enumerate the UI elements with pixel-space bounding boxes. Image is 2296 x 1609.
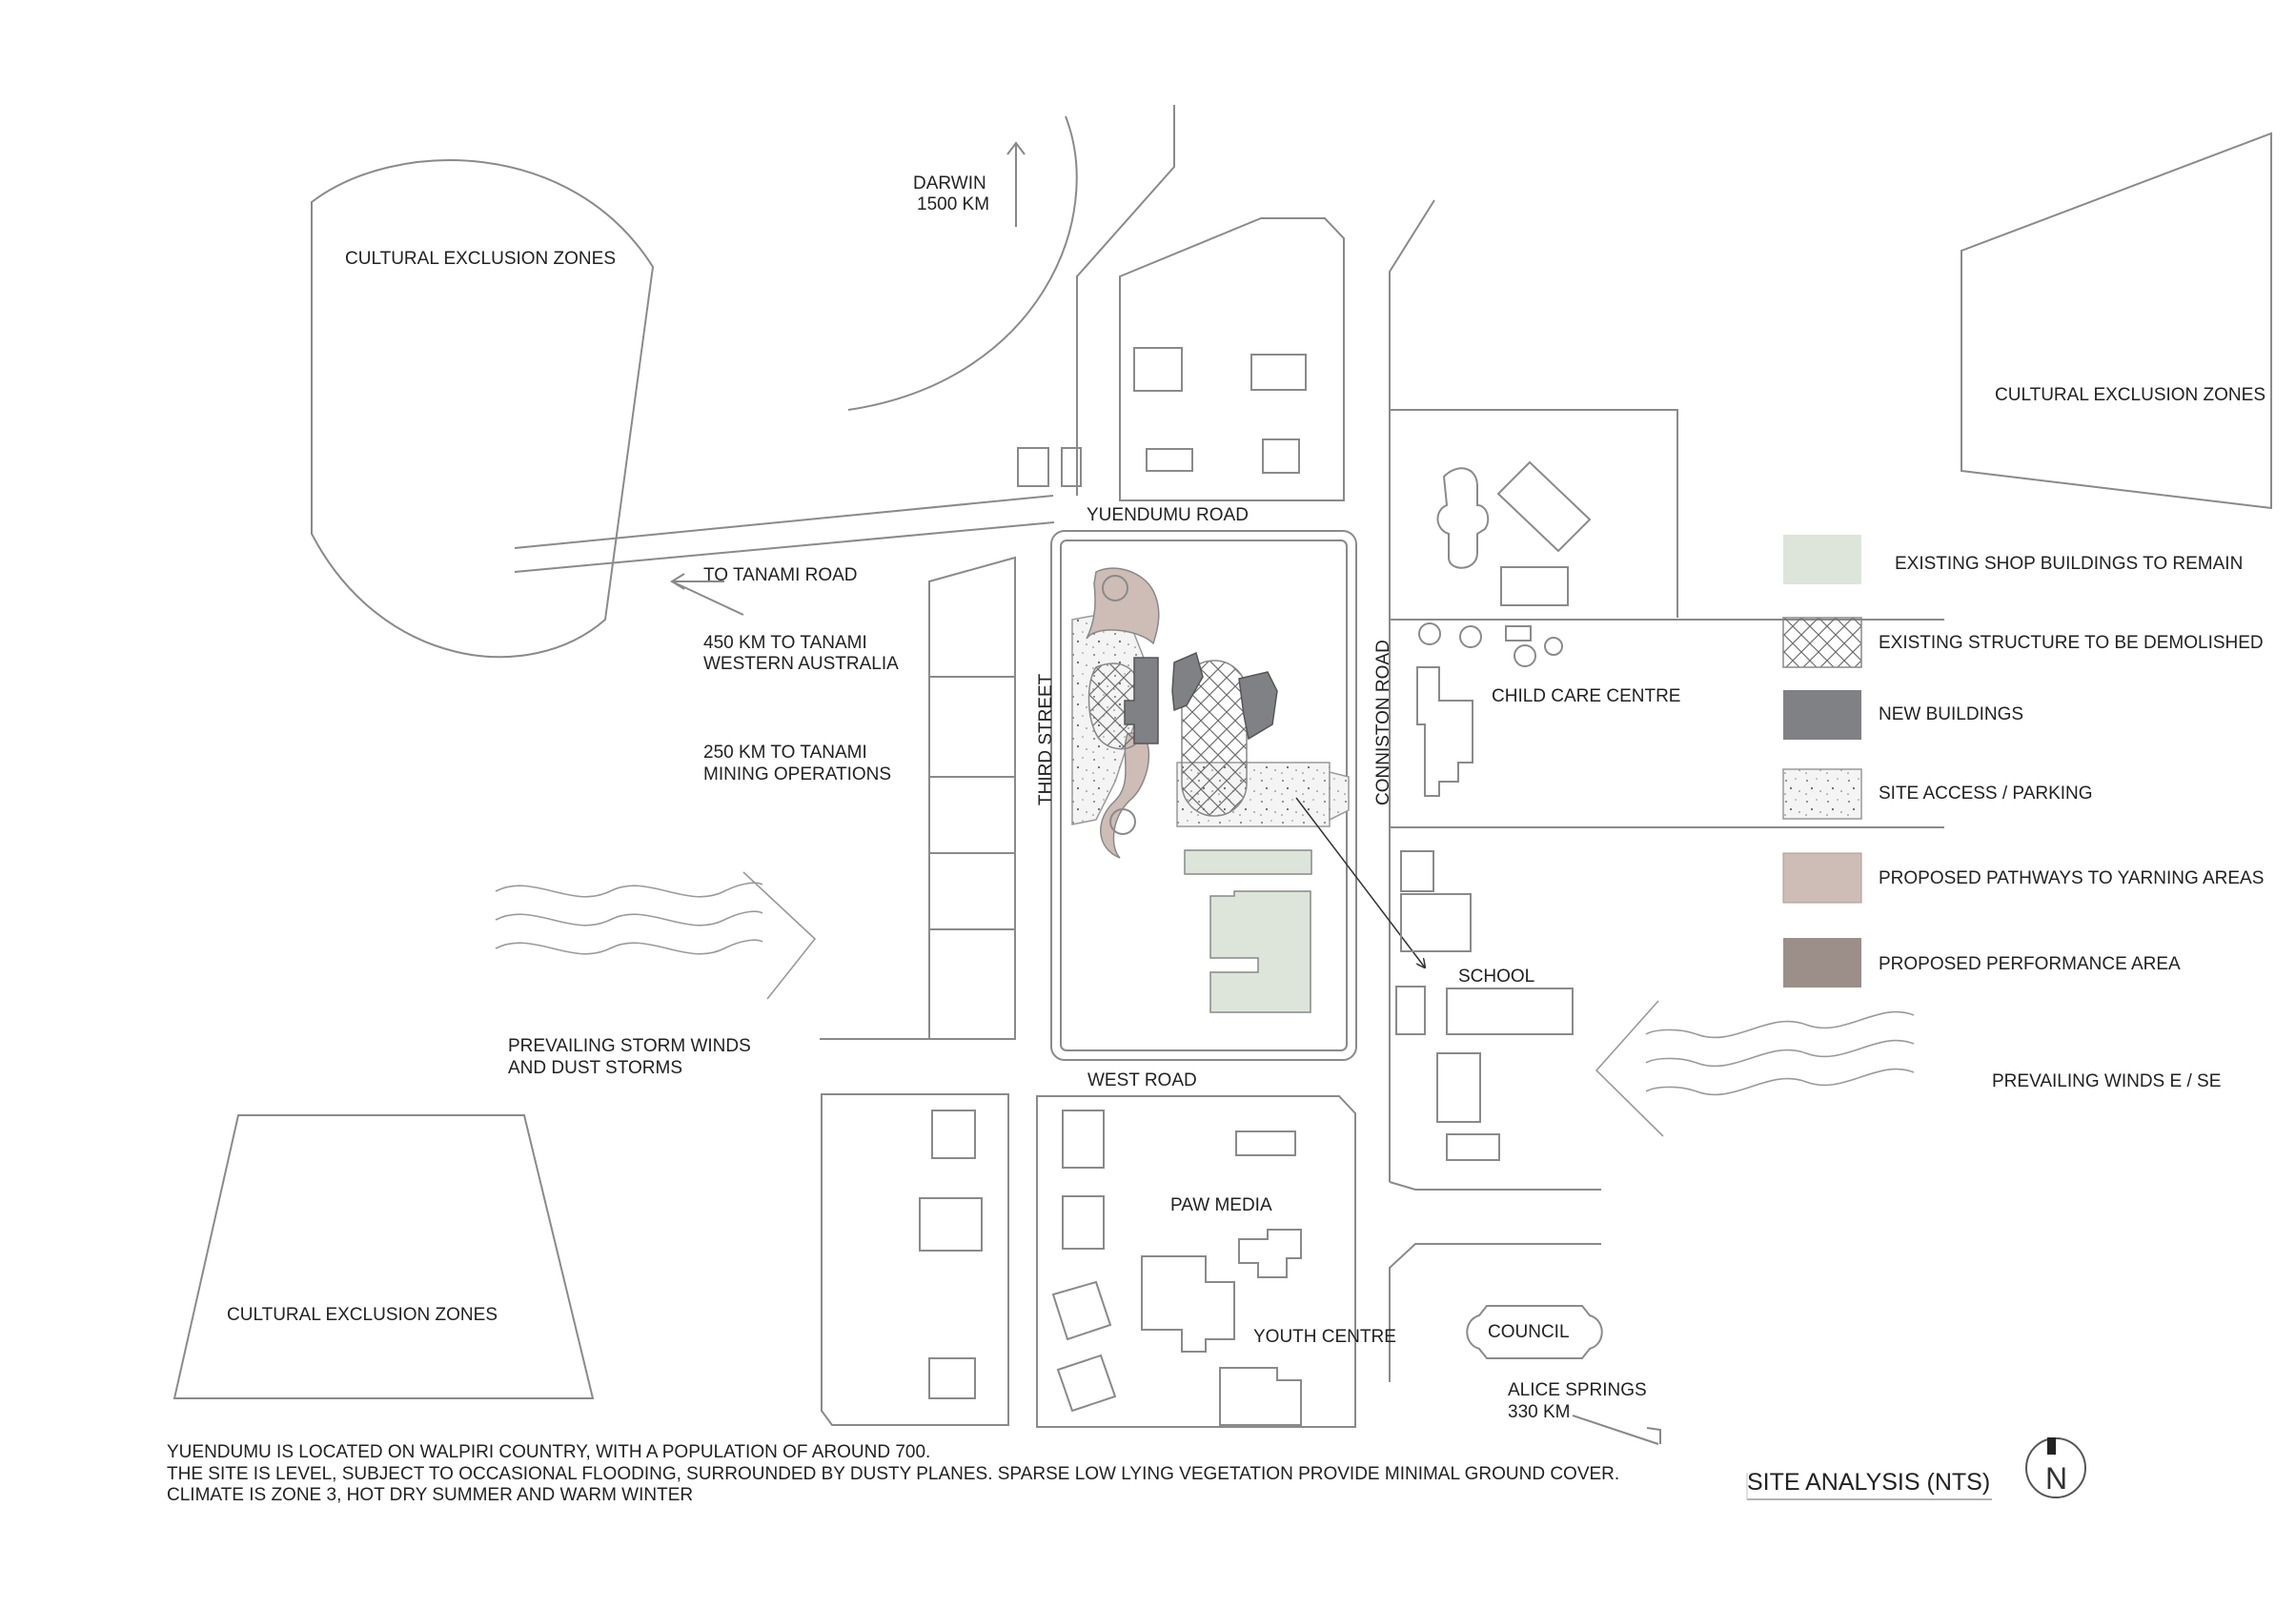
north-building: [1133, 347, 1183, 392]
youth-centre-label: YOUTH CENTRE: [1253, 1327, 1396, 1347]
new-building: [1124, 657, 1159, 744]
legend-label: NEW BUILDINGS: [1879, 704, 2023, 724]
tanami-450-sub-label: WESTERN AUSTRALIA: [703, 654, 899, 674]
south-blocks: [821, 1093, 1356, 1428]
legend: EXISTING SHOP BUILDINGS TO REMAIN EXISTI…: [1782, 535, 2264, 988]
note-line: YUENDUMU IS LOCATED ON WALPIRI COUNTRY, …: [167, 1442, 930, 1462]
yuendumu-road-label: YUENDUMU ROAD: [1087, 505, 1249, 525]
storm-winds-label: PREVAILING STORM WINDS: [508, 1036, 751, 1056]
main-site: [1050, 530, 1425, 1061]
north-arrow-icon: N: [2025, 1437, 2086, 1498]
tanami-250-sub-label: MINING OPERATIONS: [703, 764, 891, 784]
proposed-pathway: [1086, 567, 1160, 645]
cez-bottom-left-shape: [173, 1114, 595, 1399]
alice-springs-label: ALICE SPRINGS: [1508, 1380, 1647, 1400]
new-building: [1238, 671, 1278, 741]
existing-shop-building: [1209, 890, 1311, 1013]
tanami-450-label: 450 KM TO TANAMI: [703, 633, 867, 653]
legend-label: SITE ACCESS / PARKING: [1879, 784, 2093, 804]
council-label: COUNCIL: [1488, 1322, 1570, 1342]
north-building: [1262, 438, 1300, 474]
school-label: SCHOOL: [1458, 967, 1534, 987]
north-building: [1146, 448, 1193, 472]
new-building: [1171, 651, 1204, 712]
cez-top-left-label: CULTURAL EXCLUSION ZONES: [345, 249, 616, 269]
legend-label: EXISTING STRUCTURE TO BE DEMOLISHED: [1879, 633, 2264, 653]
cez-top-right-label: CULTURAL EXCLUSION ZONES: [1995, 385, 2266, 405]
legend-swatch-site-access: [1782, 768, 1862, 820]
legend-swatch-new-buildings: [1783, 690, 1861, 740]
child-care-label: CHILD CARE CENTRE: [1492, 686, 1680, 706]
to-tanami-road-label: TO TANAMI ROAD: [703, 565, 858, 585]
alice-springs-arrow: [1572, 1415, 1661, 1445]
page-title: SITE ANALYSIS (NTS): [1747, 1469, 1990, 1496]
legend-label: PROPOSED PERFORMANCE AREA: [1879, 954, 2181, 974]
darwin-label: DARWIN: [913, 173, 986, 193]
north-block: [1119, 217, 1345, 501]
north-west-building: [1017, 447, 1049, 487]
north-building: [1250, 354, 1307, 391]
winds-ese-label: PREVAILING WINDS E / SE: [1992, 1071, 2221, 1091]
existing-structure-demolished: [1181, 660, 1248, 817]
council-building: [1466, 1305, 1603, 1359]
prevailing-winds-symbol: [1595, 1000, 1915, 1137]
paw-media-label: PAW MEDIA: [1170, 1195, 1272, 1215]
third-street-label: THIRD STREET: [1036, 673, 1056, 805]
east-buildings: [1395, 460, 1592, 1161]
note-line: CLIMATE IS ZONE 3, HOT DRY SUMMER AND WA…: [167, 1485, 693, 1505]
cez-top-left-shape: [311, 159, 655, 659]
storm-winds-sub-label: AND DUST STORMS: [508, 1058, 682, 1078]
legend-swatch-performance: [1783, 938, 1861, 988]
proposed-pathway: [1100, 732, 1150, 859]
legend-label: PROPOSED PATHWAYS TO YARNING AREAS: [1879, 868, 2264, 888]
cez-bottom-left-label: CULTURAL EXCLUSION ZONES: [227, 1305, 498, 1325]
darwin-distance-label: 1500 KM: [917, 194, 989, 214]
darwin-arrow: [1006, 141, 1026, 227]
legend-swatch-pathways: [1782, 852, 1862, 904]
existing-shop-building: [1184, 849, 1312, 875]
conniston-road-label: CONNISTON ROAD: [1373, 640, 1393, 805]
west-road-label: WEST ROAD: [1087, 1070, 1197, 1090]
north-west-building: [1061, 447, 1082, 487]
cez-top-right-shape: [1961, 132, 2272, 510]
storm-winds-symbol: [495, 871, 817, 1000]
alice-springs-distance-label: 330 KM: [1508, 1402, 1570, 1422]
site-notes: YUENDUMU IS LOCATED ON WALPIRI COUNTRY, …: [167, 1442, 1619, 1505]
legend-swatch-demolished: [1782, 617, 1862, 668]
site-access-parking-area: [1329, 771, 1350, 822]
legend-label: EXISTING SHOP BUILDINGS TO REMAIN: [1895, 554, 2243, 574]
tanami-250-label: 250 KM TO TANAMI: [703, 743, 867, 763]
north-letter: N: [2045, 1461, 2067, 1496]
legend-swatch-existing-shop: [1783, 535, 1861, 584]
tanami-arrow: [670, 573, 724, 590]
note-line: THE SITE IS LEVEL, SUBJECT TO OCCASIONAL…: [167, 1464, 1619, 1484]
